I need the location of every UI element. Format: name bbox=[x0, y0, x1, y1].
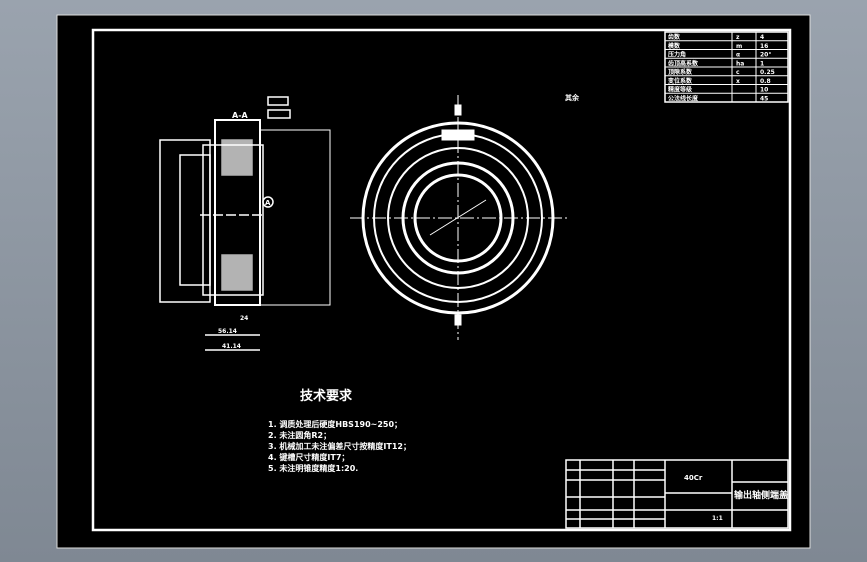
model-space bbox=[56, 14, 811, 549]
section-label: A-A bbox=[232, 111, 249, 120]
param-cell: c bbox=[736, 69, 740, 76]
param-cell: 16 bbox=[760, 43, 768, 50]
drawing-frame bbox=[91, 28, 792, 532]
param-cell: 精度等级 bbox=[668, 86, 692, 94]
tech-notes: 1. 调质处理后硬度HBS190~250； 2. 未注圆角R2； 3. 机械加工… bbox=[268, 419, 411, 473]
param-cell: 顶隙系数 bbox=[668, 68, 693, 76]
tech-title: 技术要求 bbox=[300, 388, 353, 404]
param-cell: 20° bbox=[760, 52, 771, 59]
material: 40Cr bbox=[684, 474, 703, 482]
dim: 24 bbox=[240, 315, 248, 322]
scale: 1:1 bbox=[712, 515, 723, 522]
param-cell: ha bbox=[736, 60, 744, 67]
note: 4. 键槽尺寸精度IT7； bbox=[268, 452, 349, 463]
param-cell: 45 bbox=[760, 95, 768, 102]
front-view bbox=[350, 95, 570, 340]
param-cell: 齿数 bbox=[668, 33, 681, 41]
note: 3. 机械加工未注偏差尺寸按精度IT12； bbox=[268, 441, 411, 452]
part-name: 输出轴侧端盖 bbox=[734, 489, 788, 501]
datum-label: A bbox=[265, 199, 271, 207]
param-cell: 压力角 bbox=[668, 51, 686, 59]
param-cell: 0.8 bbox=[760, 78, 771, 85]
param-cell: α bbox=[736, 52, 740, 59]
param-cell: 0.25 bbox=[760, 69, 775, 76]
param-cell: z bbox=[736, 34, 740, 41]
title-block bbox=[565, 459, 789, 529]
param-cell: 10 bbox=[760, 87, 768, 94]
parameter-table: 齿数 z 4 模数 m 16 压力角 α 20° 齿顶高系数 ha 1 顶隙系数 c 0.25 变位系数 x 0.… bbox=[664, 31, 789, 103]
param-cell: 模数 bbox=[668, 42, 681, 50]
param-cell: 4 bbox=[760, 34, 764, 41]
note: 5. 未注明锥度精度1:20. bbox=[268, 463, 358, 473]
param-cell: 齿顶高系数 bbox=[668, 59, 699, 67]
section-view bbox=[159, 96, 331, 351]
dim: 56.14 bbox=[218, 328, 237, 335]
roughness-note: 其余 bbox=[565, 93, 580, 102]
param-cell: 1 bbox=[760, 60, 764, 67]
param-cell: 变位系数 bbox=[668, 77, 693, 85]
param-cell: 公法线长度 bbox=[668, 94, 699, 102]
note: 2. 未注圆角R2； bbox=[268, 430, 331, 441]
param-cell: m bbox=[736, 43, 742, 50]
param-cell: x bbox=[736, 78, 740, 85]
dim: 41.14 bbox=[222, 343, 241, 350]
note: 1. 调质处理后硬度HBS190~250； bbox=[268, 419, 402, 430]
